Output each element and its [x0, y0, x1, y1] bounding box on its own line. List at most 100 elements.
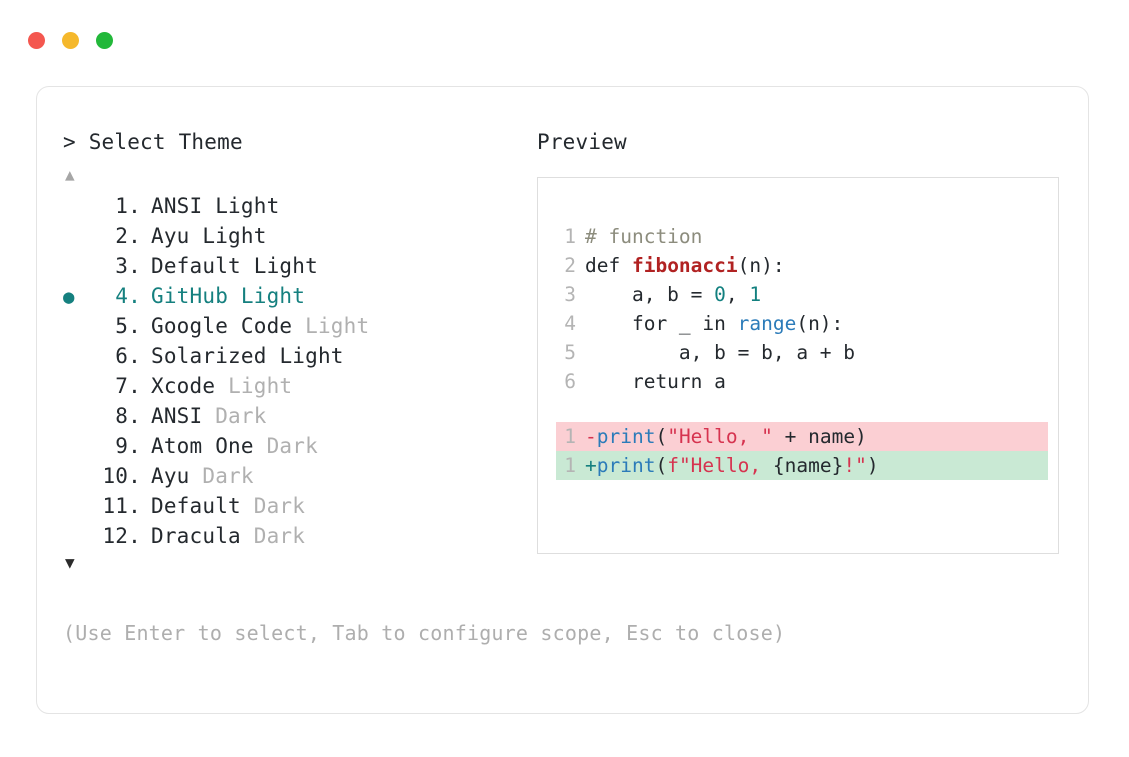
- code-token: a, b =: [585, 283, 715, 306]
- code-token: ,: [725, 283, 750, 306]
- theme-variant: Light: [202, 224, 267, 248]
- code-token: ): [866, 454, 879, 477]
- theme-variant: Light: [279, 344, 344, 368]
- maximize-dot[interactable]: [96, 32, 113, 49]
- theme-name: Dracula: [151, 524, 254, 548]
- theme-picker-card: > Select Theme ▲ 1. ANSI Light 2. Ayu Ligh…: [36, 86, 1089, 714]
- scroll-down-arrow-icon[interactable]: ▼: [65, 553, 75, 572]
- theme-variant: Dark: [202, 464, 254, 488]
- code-line-number: 6: [564, 370, 576, 393]
- code-token: for _ in: [585, 312, 738, 335]
- code-line-number: 2: [564, 254, 576, 277]
- code-line: 5 a, b = b, a + b: [556, 338, 1048, 367]
- theme-list-item[interactable]: 7. Xcode Light: [63, 371, 533, 401]
- diff-line-content: +print(f"Hello, {name}!"): [585, 451, 879, 480]
- page-title-label: [76, 130, 89, 154]
- theme-name: Solarized: [151, 344, 280, 368]
- minimize-dot[interactable]: [62, 32, 79, 49]
- theme-list-item[interactable]: 5. Google Code Light: [63, 311, 533, 341]
- theme-list-item[interactable]: 12. Dracula Dark: [63, 521, 533, 551]
- preview-title: Preview: [537, 130, 627, 154]
- diff-minus-icon: -: [585, 425, 597, 448]
- theme-list-item[interactable]: 6. Solarized Light: [63, 341, 533, 371]
- code-line-text: for _ in range(n):: [585, 309, 843, 338]
- diff-line-added: 1+print(f"Hello, {name}!"): [556, 451, 1048, 480]
- theme-index: 1.: [102, 194, 141, 218]
- code-line-number: 3: [564, 283, 576, 306]
- code-token: + name): [772, 425, 867, 448]
- theme-variant: Light: [228, 374, 293, 398]
- scroll-up-arrow-icon[interactable]: ▲: [65, 165, 75, 184]
- theme-index: 6.: [102, 344, 141, 368]
- keyboard-hint: (Use Enter to select, Tab to configure s…: [63, 621, 786, 645]
- page-title: > Select Theme: [63, 129, 533, 155]
- theme-index: 7.: [102, 374, 141, 398]
- diff-highlight: [556, 422, 1048, 451]
- theme-name: Ayu: [151, 464, 203, 488]
- theme-list-item[interactable]: 11.Default Dark: [63, 491, 533, 521]
- code-line: 3 a, b = 0, 1: [556, 280, 1048, 309]
- code-token: return a: [585, 370, 726, 393]
- theme-name: Atom One: [151, 434, 267, 458]
- code-line: 6 return a: [556, 367, 1048, 396]
- diff-highlight: [556, 451, 1048, 480]
- theme-name: Xcode: [151, 374, 229, 398]
- theme-name: Default: [151, 254, 254, 278]
- selected-bullet-icon: ●: [63, 286, 75, 308]
- code-line: 2 def fibonacci(n):: [556, 251, 1048, 280]
- code-line-text: def fibonacci(n):: [585, 251, 785, 280]
- theme-index: 12.: [102, 524, 141, 548]
- theme-list: 1. ANSI Light 2. Ayu Light 3. Default Light…: [63, 191, 533, 551]
- theme-list-item[interactable]: 2. Ayu Light: [63, 221, 533, 251]
- code-line-text: a, b = b, a + b: [585, 338, 855, 367]
- code-line-number: 5: [564, 341, 576, 364]
- theme-variant: Dark: [215, 404, 267, 428]
- code-token: def: [585, 254, 632, 277]
- theme-list-item[interactable]: 9. Atom One Dark: [63, 431, 533, 461]
- theme-index: 9.: [102, 434, 141, 458]
- theme-name: ANSI: [151, 404, 216, 428]
- theme-list-item[interactable]: 3. Default Light: [63, 251, 533, 281]
- code-token: {name}: [772, 454, 844, 477]
- theme-index: 3.: [102, 254, 141, 278]
- code-line-number: 4: [564, 312, 576, 335]
- theme-list-item[interactable]: 1. ANSI Light: [63, 191, 533, 221]
- theme-name: Ayu: [151, 224, 203, 248]
- theme-index: 10.: [102, 464, 141, 488]
- code-token: 1: [749, 283, 762, 306]
- diff-line-removed: 1 -print("Hello, " + name): [556, 422, 1048, 451]
- theme-name: ANSI: [151, 194, 216, 218]
- code-line-text: return a: [585, 367, 726, 396]
- theme-list-item[interactable]: 10. Ayu Dark: [63, 461, 533, 491]
- theme-variant: Light: [253, 254, 318, 278]
- code-token: (n):: [796, 312, 844, 335]
- code-token: f"Hello,: [667, 454, 773, 477]
- select-theme-label: Select Theme: [88, 130, 243, 154]
- code-line-number: 1: [564, 225, 576, 248]
- theme-index: 2.: [102, 224, 141, 248]
- theme-variant: Light: [305, 314, 370, 338]
- theme-index: 11.: [102, 494, 141, 518]
- theme-variant: Light: [215, 194, 280, 218]
- theme-variant: Light: [240, 284, 306, 308]
- theme-variant: Dark: [253, 494, 306, 518]
- theme-index: 5.: [102, 314, 141, 338]
- code-token: fibonacci: [631, 254, 738, 277]
- diff-plus-icon: +: [585, 454, 597, 477]
- diff-line-number: 1: [564, 425, 576, 448]
- code-token: (: [655, 454, 668, 477]
- diff-line-content: -print("Hello, " + name): [585, 422, 867, 451]
- theme-name: Google Code: [151, 314, 306, 338]
- code-token: (n):: [737, 254, 785, 277]
- prompt-caret-icon: >: [63, 130, 76, 154]
- window-controls: [28, 32, 113, 49]
- theme-variant: Dark: [266, 434, 318, 458]
- close-dot[interactable]: [28, 32, 45, 49]
- theme-variant: Dark: [253, 524, 306, 548]
- code-token: !": [843, 454, 867, 477]
- theme-list-item[interactable]: 8.ANSI Dark: [63, 401, 533, 431]
- theme-list-item[interactable]: ● 4.GitHub Light: [63, 281, 533, 311]
